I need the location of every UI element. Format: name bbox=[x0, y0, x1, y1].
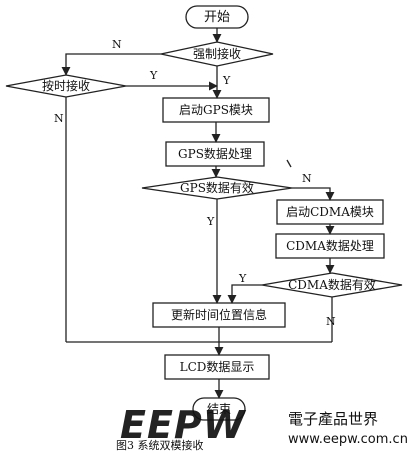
timed-receive-label: 按时接收 bbox=[42, 78, 90, 93]
start-cdma-label: 启动CDMA模块 bbox=[286, 205, 374, 219]
cdma-process-label: CDMA数据处理 bbox=[286, 238, 374, 253]
label-timed-yes: Y bbox=[149, 69, 158, 82]
cdma-valid-decision: CDMA数据有效 bbox=[261, 272, 403, 298]
cdma-process-box: CDMA数据处理 bbox=[275, 233, 385, 259]
label-force-no: N bbox=[112, 38, 122, 51]
start-gps-box: 启动GPS模块 bbox=[162, 97, 270, 123]
edge-labels: N Y Y N Y N Y N bbox=[54, 38, 336, 328]
start-gps-label: 启动GPS模块 bbox=[179, 103, 253, 117]
end-node: 结束 bbox=[192, 397, 246, 421]
gps-valid-decision: GPS数据有效 bbox=[141, 176, 293, 200]
gps-process-box: GPS数据处理 bbox=[165, 141, 265, 167]
lcd-display-box: LCD数据显示 bbox=[164, 354, 270, 380]
eepw-watermark: EEPW 電子產品世界 www.eepw.com.cn bbox=[120, 403, 408, 447]
slash-mark bbox=[286, 159, 292, 168]
eepw-brand: 電子產品世界 bbox=[288, 410, 378, 428]
start-node: 开始 bbox=[185, 5, 249, 29]
end-label: 结束 bbox=[207, 402, 231, 416]
arrow-gps-no bbox=[292, 187, 335, 201]
label-cdma-yes: Y bbox=[238, 272, 247, 285]
label-cdma-no: N bbox=[326, 315, 336, 328]
force-receive-decision: 强制接收 bbox=[160, 41, 274, 67]
start-cdma-box: 启动CDMA模块 bbox=[276, 199, 384, 225]
eepw-site: www.eepw.com.cn bbox=[288, 432, 408, 447]
lcd-display-label: LCD数据显示 bbox=[180, 359, 255, 374]
eepw-logo: EEPW bbox=[120, 403, 247, 447]
arrow-cdma-yes bbox=[227, 284, 262, 304]
label-gps-no: N bbox=[302, 172, 312, 185]
update-info-label: 更新时间位置信息 bbox=[171, 307, 267, 322]
label-gps-yes: Y bbox=[206, 215, 215, 228]
connectors bbox=[61, 28, 335, 399]
update-info-box: 更新时间位置信息 bbox=[152, 302, 286, 328]
start-label: 开始 bbox=[204, 10, 230, 25]
gps-valid-label: GPS数据有效 bbox=[180, 180, 254, 195]
cdma-valid-label: CDMA数据有效 bbox=[288, 277, 376, 292]
force-receive-label: 强制接收 bbox=[193, 46, 241, 61]
figure-caption: 图3 系统双模接收 bbox=[116, 438, 204, 452]
label-timed-no: N bbox=[54, 112, 64, 125]
gps-process-label: GPS数据处理 bbox=[178, 146, 252, 161]
label-force-yes: Y bbox=[222, 74, 231, 87]
arrow-force-no bbox=[61, 53, 161, 76]
timed-receive-decision: 按时接收 bbox=[5, 74, 127, 98]
